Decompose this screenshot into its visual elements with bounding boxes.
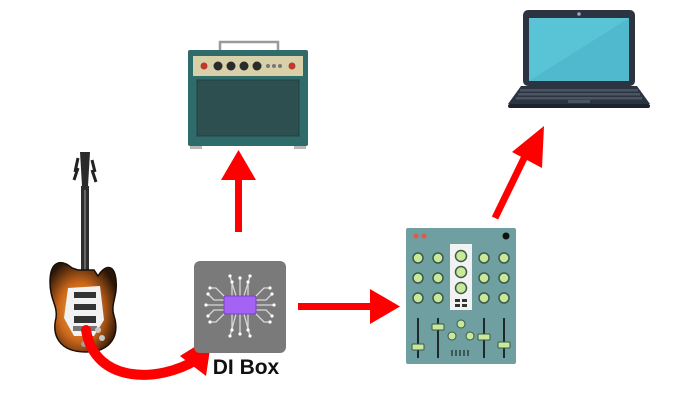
arrow-di-box-to-mixer [298,289,400,324]
di-box-label: DI Box [212,356,280,379]
laptop-icon [508,10,650,108]
arrow-mixer-to-laptop [491,126,544,220]
guitar-amplifier-icon [188,40,308,149]
audio-mixer-icon [406,228,516,364]
di-box-chip-icon [194,261,286,353]
electric-guitar-icon [49,152,118,353]
arrow-di-box-to-amp [221,150,256,232]
